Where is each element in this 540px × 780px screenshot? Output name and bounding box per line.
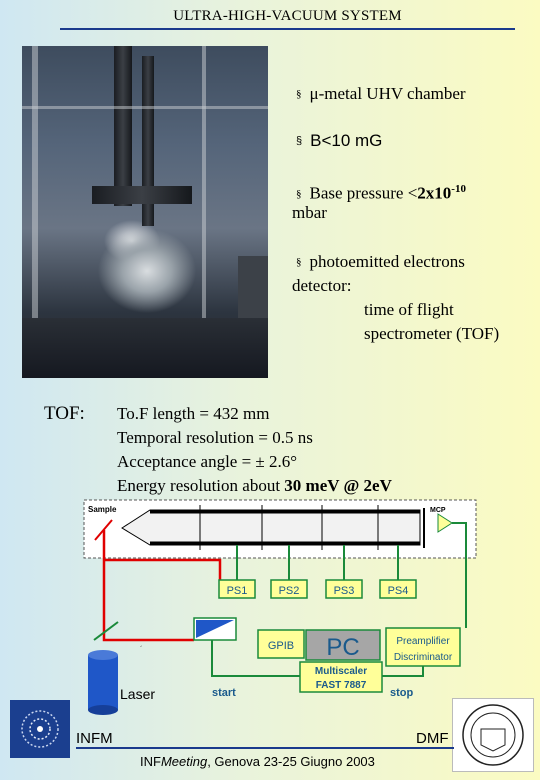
tof-temporal-resolution: Temporal resolution = 0.5 ns — [117, 428, 313, 447]
footer-right-label: DMF — [416, 730, 449, 747]
preamplifier-label: Preamplifier — [396, 636, 450, 647]
detector-type-line1: time of flight — [364, 300, 454, 319]
stop-label: stop — [390, 687, 414, 699]
wire-mcp-preamp — [452, 522, 467, 628]
laser-beam-upper — [104, 558, 222, 580]
discriminator-label: Discriminator — [394, 652, 453, 663]
bullet-marker: § — [296, 187, 302, 200]
uhv-system-photo — [22, 46, 268, 378]
pc-box — [305, 629, 381, 661]
tof-drift-tube — [121, 509, 421, 546]
ps1-box — [218, 579, 256, 599]
logo-core — [37, 726, 43, 732]
ps3-label: PS3 — [334, 585, 355, 597]
tof-specs: To.F length = 432 mm Temporal resolution… — [117, 402, 392, 498]
laser-mirror — [93, 621, 119, 641]
laser-label: Laser — [120, 686, 155, 702]
pressure-exponent: -10 — [451, 183, 466, 195]
meeting-word: Meeting — [160, 754, 208, 769]
tof-length: To.F length = 432 mm — [117, 404, 270, 423]
bullet-marker: § — [296, 88, 302, 100]
meeting-details: , Genova 23-25 Giugno 2003 — [207, 754, 375, 769]
bullet-base-pressure: § Base pressure <2x10-10 — [296, 177, 526, 208]
ps3-box — [325, 579, 363, 599]
start-label: start — [212, 687, 236, 699]
logo-ring — [21, 710, 59, 748]
ps1-label: PS1 — [227, 585, 248, 597]
multiscaler-model: FAST 7887 — [316, 680, 367, 691]
bullet-text: Base pressure < — [309, 183, 418, 203]
bullet-mu-metal: § μ-metal UHV chamber — [296, 82, 466, 108]
seal-outer-ring — [462, 704, 524, 766]
preamplifier-box — [385, 627, 461, 667]
pc-label: PC — [326, 634, 359, 661]
slide-title: ULTRA-HIGH-VACUUM SYSTEM — [173, 8, 402, 24]
mcp-amplifier-icon — [437, 513, 453, 533]
bullet-detector: § photoemitted electrons — [296, 250, 465, 276]
ps2-label: PS2 — [279, 585, 300, 597]
footer-meeting: INFMeeting, Genova 23-25 Giugno 2003 — [140, 754, 375, 769]
detector-type-line2: spectrometer (TOF) — [364, 324, 500, 343]
ps4-label: PS4 — [388, 585, 409, 597]
infm-logo — [10, 700, 70, 758]
sample-label: Sample — [88, 505, 117, 514]
bullet-magnetic-field: § B<10 mG — [296, 129, 382, 155]
gpib-box — [257, 629, 305, 659]
bullet-marker: § — [296, 256, 302, 268]
footer-left-label: INFM — [76, 730, 113, 747]
seal-shield-icon — [480, 728, 506, 752]
bullet-text: B<10 mG — [310, 131, 383, 150]
wire-start — [211, 640, 300, 677]
bullet-text: photoemitted electrons — [309, 252, 465, 271]
tof-acceptance-angle: Acceptance angle = ± 2.6° — [117, 452, 298, 471]
wire-stop — [382, 666, 424, 677]
laser-body — [88, 655, 118, 710]
footer-divider — [76, 747, 454, 749]
beam-tick: ´ — [140, 645, 143, 654]
detector-label: detector: — [292, 276, 352, 295]
title-divider — [60, 28, 515, 30]
laser-beam-path — [102, 530, 194, 642]
bullet-text: μ-metal UHV chamber — [309, 84, 466, 103]
meeting-inf: INF — [140, 754, 161, 769]
ps4-box — [379, 579, 417, 599]
gpib-label: GPIB — [268, 640, 294, 652]
tof-energy-resolution: Energy resolution about 30 meV @ 2eV — [117, 476, 392, 495]
beam-splitter-icon — [196, 620, 234, 638]
multiscaler-label: Multiscaler — [315, 666, 367, 677]
pressure-value: 2x10 — [417, 183, 452, 203]
mcp-label: MCP — [430, 507, 446, 514]
university-seal — [452, 698, 534, 772]
logo-ring-inner — [29, 718, 51, 740]
tof-label: TOF: — [44, 403, 85, 424]
laser-bottom — [88, 705, 118, 715]
seal-inner-ring — [470, 712, 516, 758]
ps2-box — [270, 579, 308, 599]
bullet-marker: § — [296, 135, 303, 147]
pressure-unit: mbar — [292, 203, 327, 222]
laser-top — [88, 650, 118, 660]
